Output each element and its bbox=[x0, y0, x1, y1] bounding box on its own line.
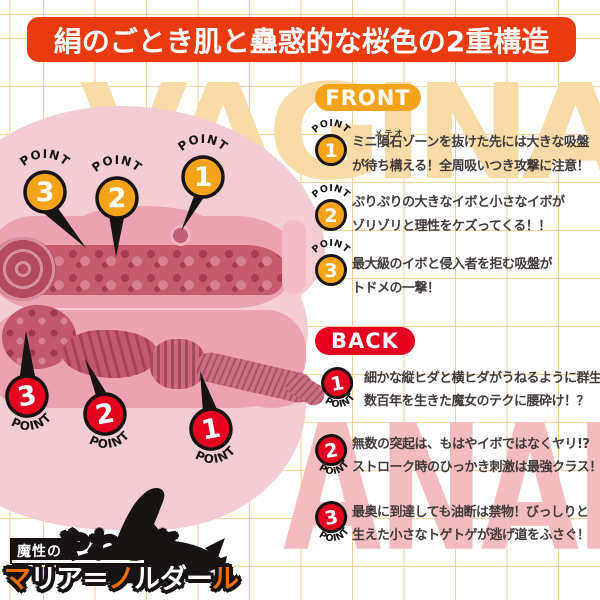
svg-text:2: 2 bbox=[93, 398, 117, 432]
diagram-back-point2-badge: POINT 2 bbox=[83, 392, 134, 455]
svg-text:POINT: POINT bbox=[17, 147, 72, 169]
front-tunnel-opening bbox=[282, 220, 306, 294]
front-point3-text: 最大級のイボと侵入者を拒む吸盤が トドメの一撃！ bbox=[352, 257, 553, 296]
headline-banner: 絹のごとき肌と蠱惑的な桜色の2重構造 bbox=[27, 17, 576, 62]
logo-series-label: 魔性の bbox=[10, 538, 69, 564]
svg-text:2: 2 bbox=[323, 439, 340, 463]
diagram-back-point3-badge: POINT 3 bbox=[5, 374, 56, 437]
svg-text:2: 2 bbox=[324, 205, 337, 227]
ruby-text: メテオ bbox=[374, 129, 405, 138]
svg-text:3: 3 bbox=[323, 506, 340, 530]
svg-text:POINT: POINT bbox=[310, 118, 352, 136]
diagram-front-point2-badge: POINT 2 bbox=[89, 153, 144, 220]
back-tunnel-segments bbox=[62, 330, 158, 378]
svg-text:1: 1 bbox=[199, 413, 223, 447]
svg-text:1: 1 bbox=[194, 162, 213, 193]
back-point2-badge: POINT 2 bbox=[315, 434, 353, 480]
logo-underline bbox=[12, 560, 144, 563]
witch-hat-icon bbox=[59, 488, 227, 584]
svg-text:3: 3 bbox=[15, 380, 39, 414]
front-point3-badge: POINT 3 bbox=[310, 238, 352, 286]
back-point1-badge: POINT 1 bbox=[321, 367, 359, 413]
svg-text:1: 1 bbox=[329, 372, 346, 396]
back-point3-badge: POINT 3 bbox=[315, 501, 353, 547]
front-point2-text: ぷりぷりの大きなイボと小さなイボが ゾリゾリと理性をケズってくる！！ bbox=[352, 195, 565, 234]
svg-text:2: 2 bbox=[108, 183, 127, 214]
logo-title: やわちち bbox=[58, 520, 182, 565]
back-section-label: BACK bbox=[315, 327, 415, 355]
svg-text:1: 1 bbox=[324, 140, 337, 162]
svg-text:3: 3 bbox=[324, 260, 337, 282]
svg-text:POINT: POINT bbox=[89, 153, 144, 175]
front-point1-badge: POINT 1 bbox=[310, 118, 352, 166]
back-point2-text: 無数の突起は、もはやイボではなくヤリ!? ストローク時のひっかき刺激は最強クラス… bbox=[352, 437, 600, 475]
diagram-back-point1-badge: POINT 1 bbox=[189, 407, 240, 470]
headline-text: 絹のごとき肌と蠱惑的な桜色の2重構造 bbox=[53, 24, 550, 58]
front-point1-text: ミニメテオ隕石ゾーンを抜けた先には大きな吸盤 が待ち構える！全周吸いつき攻撃に注… bbox=[352, 129, 590, 179]
front-section-label: FRONT bbox=[315, 84, 421, 111]
back-point1-text: 細かな縦ヒダと横ヒダがうねるように群生！ 数百年を生きた魔女のテクに腰砕け！？ bbox=[364, 371, 600, 409]
front-point2-badge: POINT 2 bbox=[310, 183, 352, 231]
logo-character-name: マリア＝ノルダール bbox=[4, 564, 239, 595]
back-point3-text: 最奥に到達しても油断は禁物！びっしりと 生えた小さなトゲトゲが逃げ道をふさぐ！ bbox=[352, 505, 590, 543]
svg-text:POINT: POINT bbox=[310, 238, 352, 256]
watermark-back: ANAL bbox=[283, 387, 600, 590]
diagram-front-point1-badge: POINT 1 bbox=[175, 132, 230, 199]
svg-text:POINT: POINT bbox=[175, 132, 230, 154]
front-tunnel-ring bbox=[170, 225, 191, 246]
svg-text:POINT: POINT bbox=[310, 183, 352, 201]
svg-text:3: 3 bbox=[36, 177, 55, 208]
